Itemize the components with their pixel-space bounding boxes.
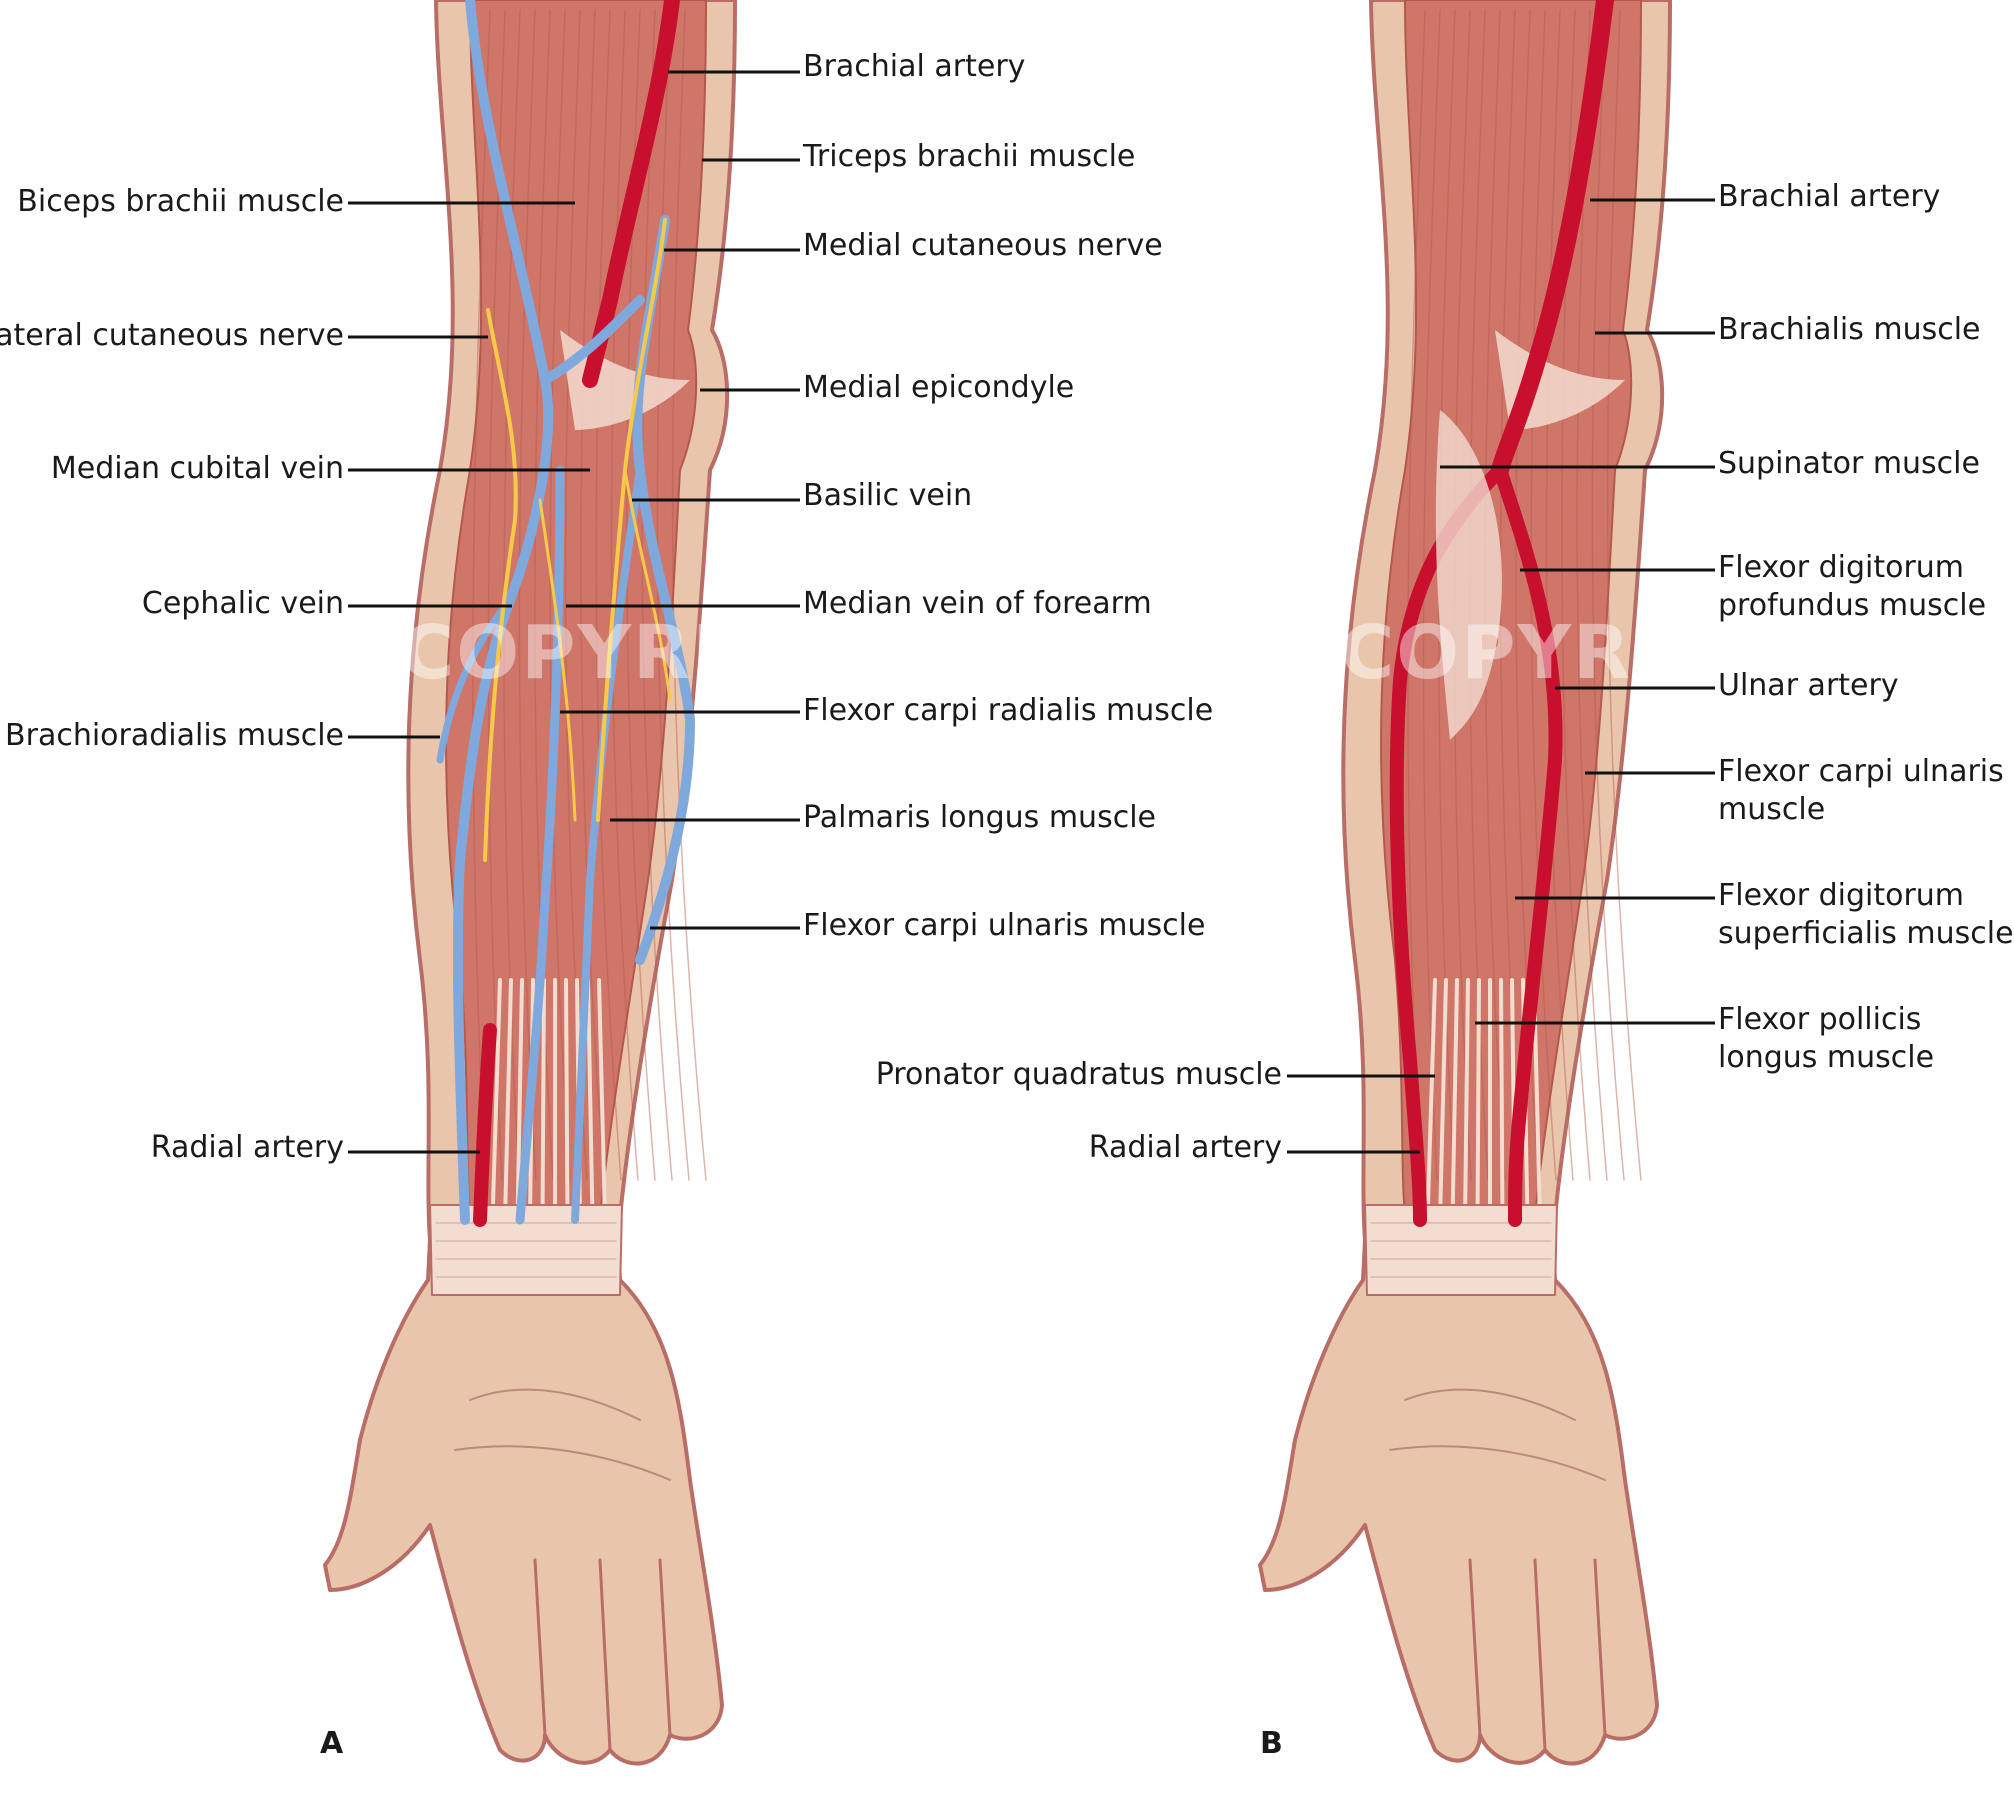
tendon-a: [515, 978, 524, 1222]
label-a-brachial-artery: Brachial artery: [803, 49, 1026, 84]
label-b-brachialis-muscle: Brachialis muscle: [1718, 312, 1981, 347]
label-a-biceps-brachii-muscle: Biceps brachii muscle: [17, 184, 344, 219]
tendon-b: [1450, 978, 1459, 1222]
tendon-a: [564, 978, 570, 1222]
label-b-supinator-muscle: Supinator muscle: [1718, 446, 1980, 481]
watermark-b: COPYRIGHT: [1340, 610, 1841, 696]
label-b-ulnar-artery: Ulnar artery: [1718, 668, 1899, 703]
retinaculum-b: [1364, 1204, 1558, 1296]
tendon-a: [490, 978, 502, 1222]
muscle-fiber-b: [1499, 9, 1523, 1181]
label-a-radial-artery: Radial artery: [150, 1130, 344, 1165]
label-a-cephalic-vein: Cephalic vein: [141, 586, 344, 621]
label-b-brachial-artery: Brachial artery: [1718, 179, 1941, 214]
muscle-fiber-b: [1561, 9, 1591, 1181]
label-b-pronator-quadratus-muscle: Pronator quadratus muscle: [875, 1057, 1282, 1092]
muscle-fiber-b: [1606, 9, 1642, 1181]
median-cubital-vein-a: [540, 295, 645, 385]
tendon-a: [503, 978, 513, 1222]
tendon-a: [540, 978, 546, 1222]
label-a-flexor-carpi-radialis-muscle: Flexor carpi radialis muscle: [803, 693, 1214, 728]
muscle-fiber-b: [1407, 9, 1426, 1181]
finger-gap-a: [658, 1558, 672, 1737]
muscle-fiber-a: [503, 9, 521, 1181]
muscle-fiber-a: [549, 9, 571, 1181]
brachial-artery-a: [582, 0, 680, 388]
muscle-fiber-a: [518, 9, 537, 1181]
muscle-fiber-b: [1422, 9, 1441, 1181]
finger-gap-a: [598, 1558, 612, 1752]
tendon-b: [1499, 978, 1505, 1222]
tendon-b: [1463, 978, 1470, 1222]
radial-artery-a: [473, 1023, 497, 1227]
finger-gap-b: [1593, 1558, 1607, 1737]
radial-artery-b: [1389, 463, 1507, 1227]
label-b-flexor-digitorum-superficialis-muscle: Flexor digitorum superficialis muscle: [1718, 878, 2014, 951]
panel-letter-a: A: [320, 1726, 344, 1761]
tendon-a: [597, 978, 607, 1222]
label-b-flexor-carpi-ulnaris-muscle: Flexor carpi ulnaris muscle: [1718, 754, 2004, 827]
muscle-fiber-a: [671, 9, 707, 1181]
medial-cutaneous-nerve-a: [596, 218, 667, 822]
label-a-palmaris-longus-muscle: Palmaris longus muscle: [803, 800, 1156, 835]
ulnar-artery-b: [1493, 463, 1563, 1227]
muscle-fiber-b: [1591, 9, 1625, 1181]
label-b-radial-artery: Radial artery: [1088, 1130, 1282, 1165]
muscle-fiber-a: [472, 9, 491, 1181]
label-a-median-vein-of-forearm: Median vein of forearm: [803, 586, 1152, 621]
brachial-artery-b: [1491, 0, 1614, 479]
muscle-fiber-a: [595, 9, 622, 1181]
label-a-medial-epicondyle: Medial epicondyle: [803, 370, 1075, 405]
retinaculum-a: [429, 1204, 623, 1296]
muscle-fiber-b: [1545, 9, 1574, 1181]
panel-letter-b: B: [1260, 1726, 1283, 1761]
vein-branch-a: [571, 466, 644, 1224]
label-b-flexor-digitorum-profundus-muscle: Flexor digitorum profundus muscle: [1718, 550, 1987, 623]
watermark-a: COPYRIGHT: [400, 610, 901, 696]
finger-gap-b: [1468, 1558, 1482, 1737]
label-a-medial-cutaneous-nerve: Medial cutaneous nerve: [803, 228, 1163, 263]
muscle-fiber-a: [487, 9, 506, 1181]
nerve-branch-a: [538, 498, 577, 822]
muscle-fiber-a: [564, 9, 588, 1181]
palm-crease-b: [1404, 1388, 1576, 1421]
palm-crease-a: [454, 1445, 671, 1481]
lateral-cutaneous-nerve-a: [483, 308, 518, 862]
nerve-branch-a: [623, 468, 672, 702]
muscle-fiber-a: [610, 9, 639, 1181]
label-a-brachioradialis-muscle: Brachioradialis muscle: [5, 718, 344, 753]
finger-gap-a: [533, 1558, 547, 1737]
deep-tendon-b: [1435, 410, 1502, 740]
muscle-fiber-a: [656, 9, 690, 1181]
label-a-lateral-cutaneous-nerve: Lateral cutaneous nerve: [0, 318, 344, 353]
median-vein-forearm-a: [515, 465, 565, 1225]
tendon-b: [1438, 978, 1448, 1222]
muscle-mass-b: [1380, 0, 1642, 1216]
tendon-b: [1425, 978, 1437, 1222]
vein-branch-a: [436, 596, 514, 764]
palm-crease-a: [469, 1388, 641, 1421]
tendon-a: [586, 978, 595, 1222]
finger-gap-b: [1533, 1558, 1547, 1752]
label-a-triceps-brachii-muscle: Triceps brachii muscle: [803, 139, 1136, 174]
label-a-flexor-carpi-ulnaris-muscle: Flexor carpi ulnaris muscle: [803, 908, 1206, 943]
tendon-b: [1475, 978, 1481, 1222]
label-a-median-cubital-vein: Median cubital vein: [50, 451, 344, 486]
label-a-basilic-vein: Basilic vein: [803, 478, 973, 513]
label-b-flexor-pollicis-longus-muscle: Flexor pollicis longus muscle: [1718, 1002, 1935, 1075]
palm-crease-b: [1389, 1445, 1606, 1481]
